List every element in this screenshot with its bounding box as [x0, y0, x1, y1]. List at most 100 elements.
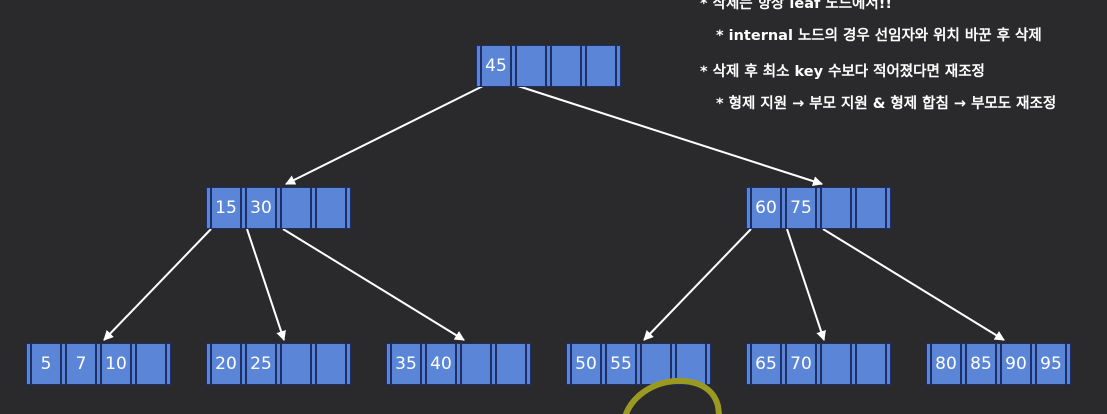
- child-pointer: [926, 343, 931, 385]
- key-slot: 90: [1001, 343, 1031, 385]
- key-slot: 30: [246, 187, 276, 229]
- key-slot: [856, 343, 886, 385]
- child-pointer: [61, 343, 66, 385]
- edge-internal2-to-leaf4: [643, 228, 752, 341]
- child-pointer: [241, 343, 246, 385]
- child-pointer: [276, 343, 281, 385]
- key-slot: 95: [1036, 343, 1066, 385]
- key-slot: [281, 343, 311, 385]
- child-pointer: [636, 343, 641, 385]
- child-pointer: [546, 45, 551, 87]
- child-pointer: [746, 343, 751, 385]
- leaf-node-1: 5 7 10: [26, 343, 171, 385]
- child-pointer: [706, 343, 711, 385]
- key-slot: 35: [391, 343, 421, 385]
- child-pointer: [961, 343, 966, 385]
- key-slot: 40: [426, 343, 456, 385]
- key-slot: [586, 45, 616, 87]
- key-slot: 85: [966, 343, 996, 385]
- child-pointer: [386, 343, 391, 385]
- child-pointer: [581, 45, 586, 87]
- child-pointer: [601, 343, 606, 385]
- key-slot: 50: [571, 343, 601, 385]
- child-pointer: [851, 343, 856, 385]
- child-pointer: [886, 343, 891, 385]
- edge-internal1-to-leaf2: [246, 228, 286, 341]
- key-slot: [821, 187, 851, 229]
- child-pointer: [346, 187, 351, 229]
- edge-internal1-to-leaf1: [103, 228, 212, 341]
- leaf-node-4: 50 55: [566, 343, 711, 385]
- key-slot: 55: [606, 343, 636, 385]
- edge-internal2-to-leaf5: [786, 228, 826, 341]
- child-pointer: [511, 45, 516, 87]
- key-slot: 20: [211, 343, 241, 385]
- child-pointer: [616, 45, 621, 87]
- key-slot: 7: [66, 343, 96, 385]
- leaf-node-5: 65 70: [746, 343, 891, 385]
- child-pointer: [26, 343, 31, 385]
- child-pointer: [166, 343, 171, 385]
- note-line: * internal 노드의 경우 선임자와 위치 바꾼 후 삭제: [716, 28, 1042, 44]
- edge-root-to-left-internal: [285, 85, 484, 185]
- edge-root-to-right-internal: [517, 85, 823, 186]
- child-pointer: [886, 187, 891, 229]
- child-pointer: [1066, 343, 1071, 385]
- key-slot: 10: [101, 343, 131, 385]
- key-slot: [136, 343, 166, 385]
- root-node: 45: [476, 45, 621, 87]
- key-slot: [496, 343, 526, 385]
- child-pointer: [206, 343, 211, 385]
- child-pointer: [206, 187, 211, 229]
- leaf-node-2: 20 25: [206, 343, 351, 385]
- key-slot: 75: [786, 187, 816, 229]
- child-pointer: [526, 343, 531, 385]
- child-pointer: [311, 343, 316, 385]
- child-pointer: [746, 187, 751, 229]
- leaf-node-6: 80 85 90 95: [926, 343, 1071, 385]
- child-pointer: [476, 45, 481, 87]
- internal-node-left: 15 30: [206, 187, 351, 229]
- child-pointer: [781, 343, 786, 385]
- key-slot: [316, 343, 346, 385]
- child-pointer: [816, 343, 821, 385]
- note-line: * 삭제는 항상 leaf 노드에서!!: [700, 0, 892, 12]
- child-pointer: [131, 343, 136, 385]
- leaf-node-3: 35 40: [386, 343, 531, 385]
- child-pointer: [671, 343, 676, 385]
- key-slot: 25: [246, 343, 276, 385]
- note-line: * 삭제 후 최소 key 수보다 적어졌다면 재조정: [700, 64, 985, 80]
- key-slot: [551, 45, 581, 87]
- child-pointer: [311, 187, 316, 229]
- key-slot: 5: [31, 343, 61, 385]
- child-pointer: [456, 343, 461, 385]
- key-slot: 60: [751, 187, 781, 229]
- internal-node-right: 60 75: [746, 187, 891, 229]
- key-slot: [856, 187, 886, 229]
- edge-internal1-to-leaf3: [282, 228, 465, 341]
- key-slot: 65: [751, 343, 781, 385]
- child-pointer: [96, 343, 101, 385]
- key-slot: [641, 343, 671, 385]
- edge-internal2-to-leaf6: [822, 228, 1005, 341]
- key-slot: [821, 343, 851, 385]
- child-pointer: [996, 343, 1001, 385]
- key-slot: [516, 45, 546, 87]
- child-pointer: [781, 187, 786, 229]
- child-pointer: [276, 187, 281, 229]
- child-pointer: [1031, 343, 1036, 385]
- key-slot: [281, 187, 311, 229]
- child-pointer: [851, 187, 856, 229]
- child-pointer: [346, 343, 351, 385]
- key-slot: 80: [931, 343, 961, 385]
- key-slot: [676, 343, 706, 385]
- key-slot: [316, 187, 346, 229]
- child-pointer: [491, 343, 496, 385]
- child-pointer: [566, 343, 571, 385]
- key-slot: 15: [211, 187, 241, 229]
- key-slot: 45: [481, 45, 511, 87]
- child-pointer: [816, 187, 821, 229]
- key-slot: [461, 343, 491, 385]
